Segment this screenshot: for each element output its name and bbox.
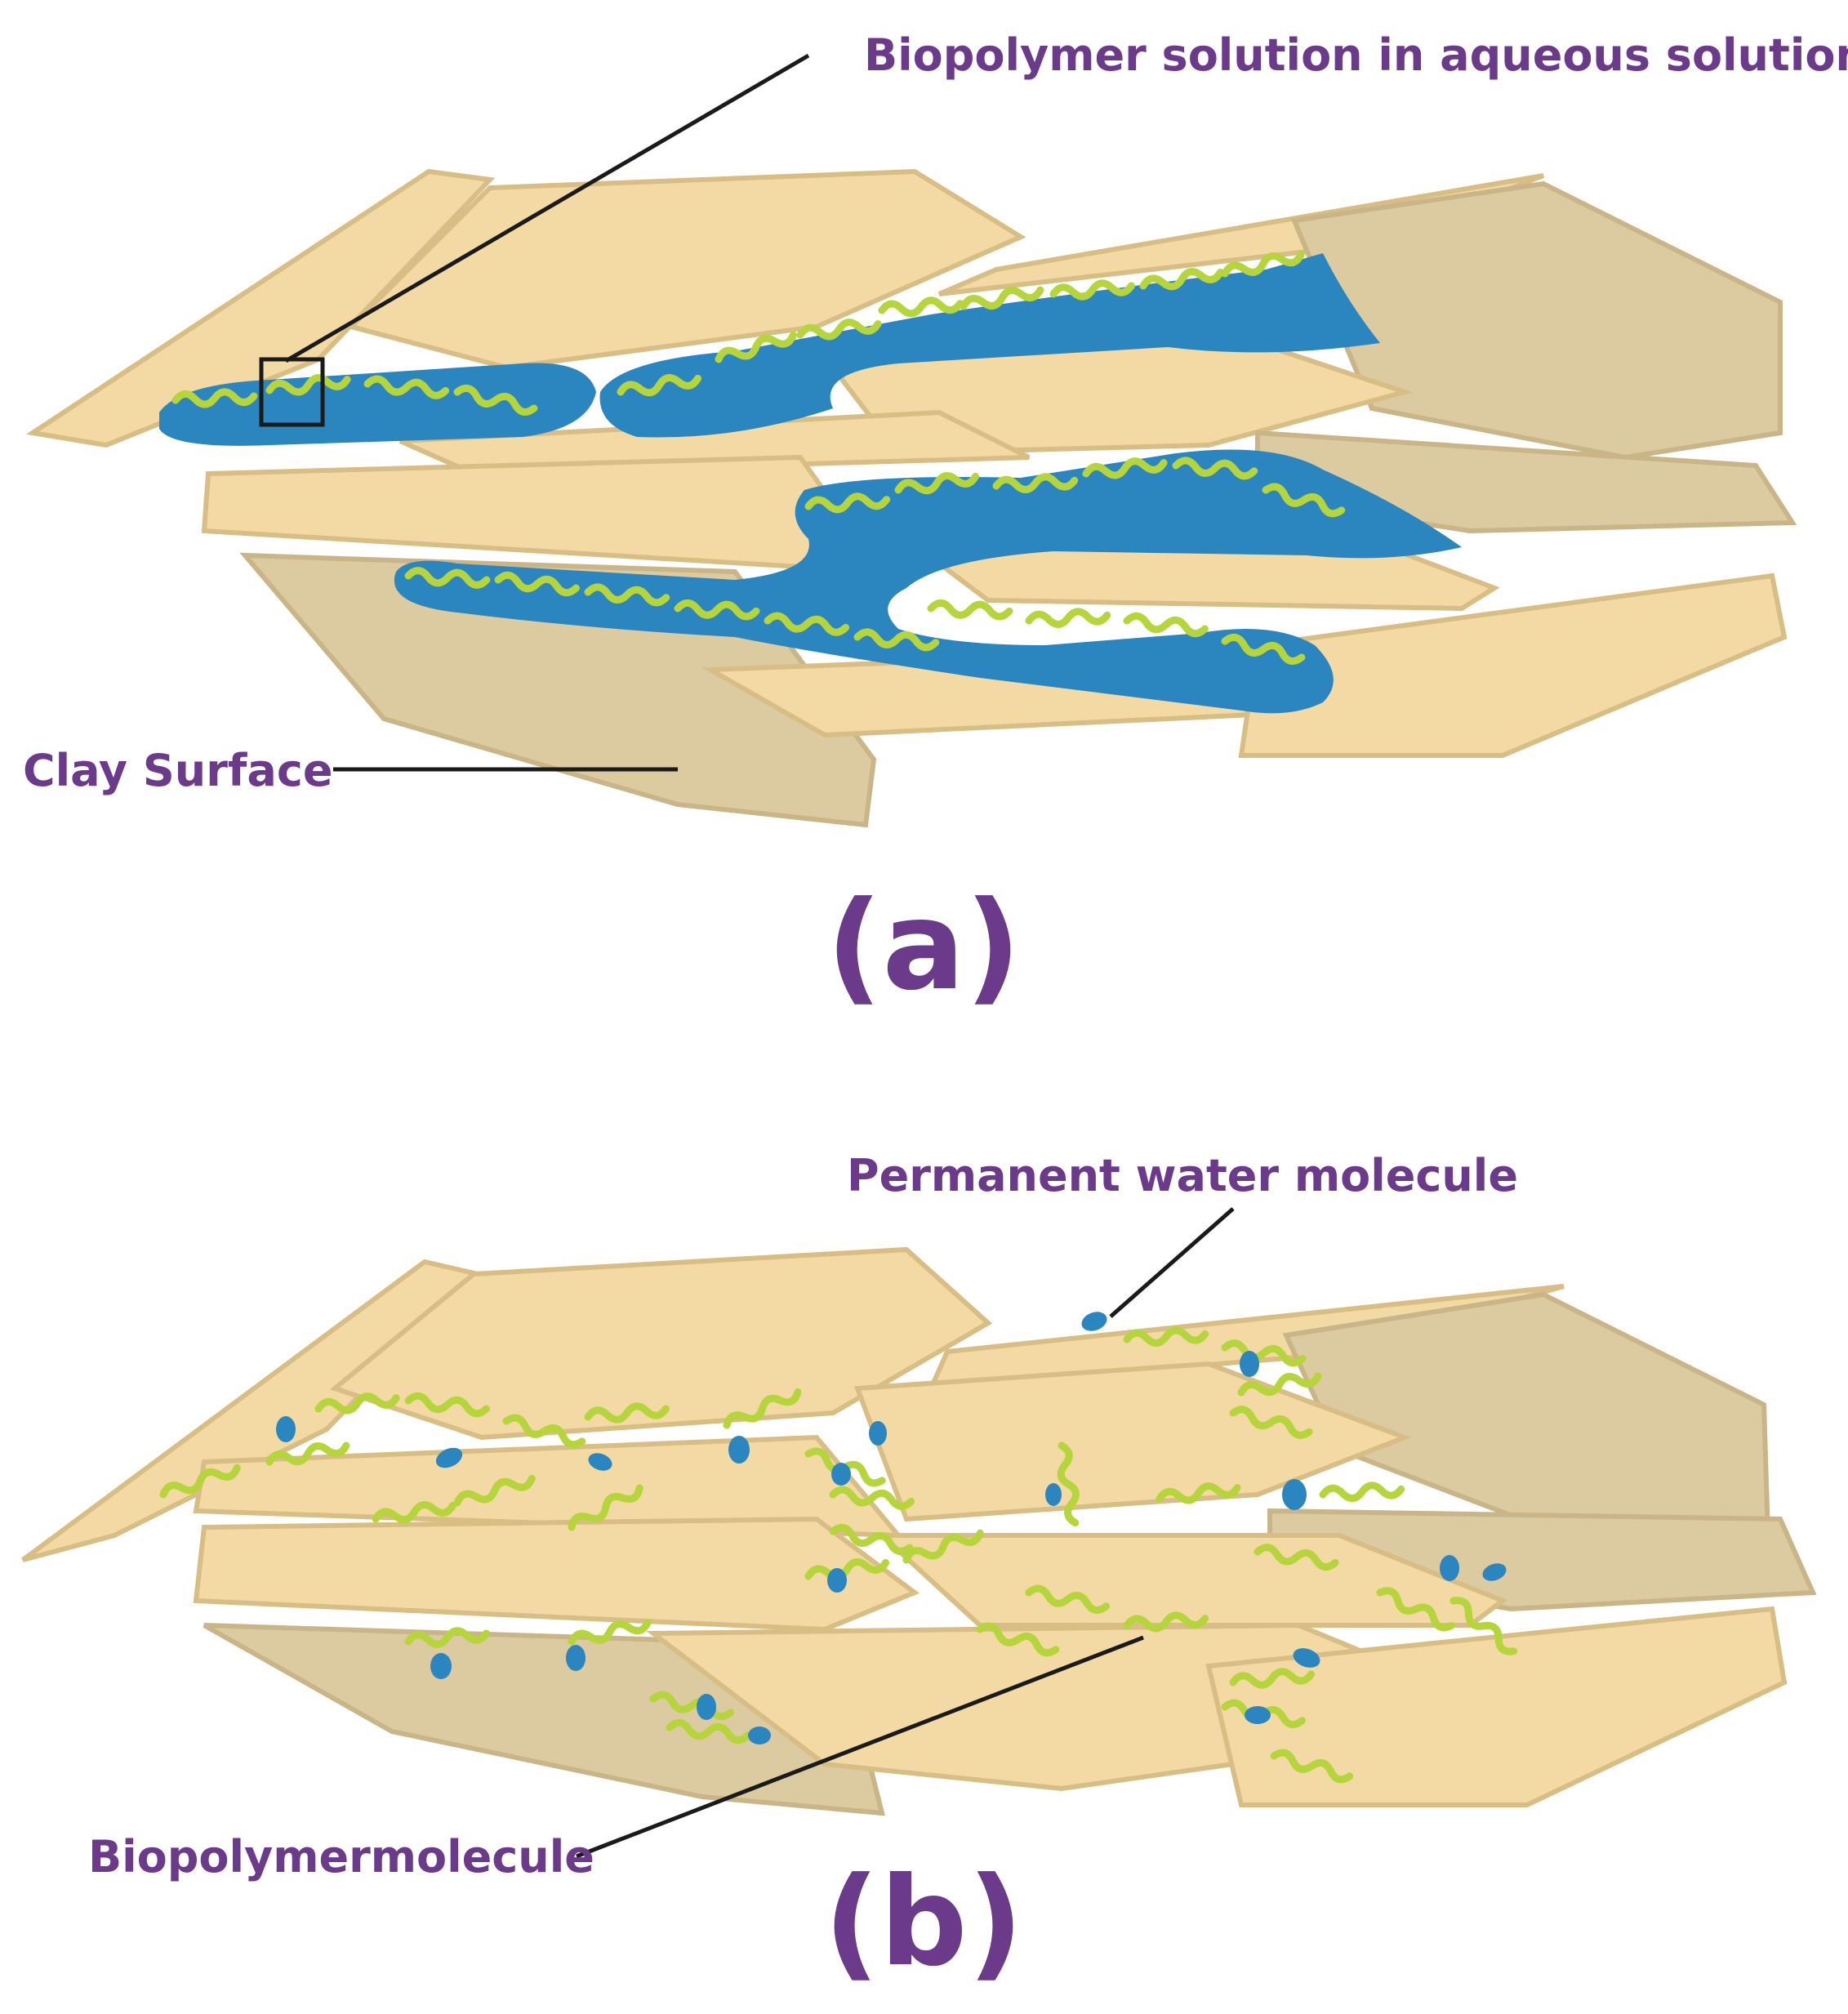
clay-platelet (1290, 180, 1783, 461)
clay-platelet (25, 168, 496, 448)
water-molecule (869, 1421, 887, 1446)
label-biopolymer-molecule: Biopolymermolecule (88, 1831, 594, 1883)
water-molecule (566, 1645, 586, 1671)
water-molecule (276, 1416, 296, 1442)
water-molecule (1293, 1648, 1320, 1668)
water-molecule (1440, 1555, 1459, 1581)
water-molecule (1245, 1706, 1271, 1724)
panel-label-b: (b) (824, 1851, 1023, 1994)
water-molecule (1240, 1351, 1259, 1377)
water-molecules-b (276, 1312, 1507, 1744)
water-molecule (430, 1653, 452, 1679)
panel-b: Permanent water molecule Biopolymermolec… (21, 1150, 1817, 1994)
clay-platelet (1238, 573, 1788, 758)
water-molecule (1482, 1563, 1507, 1581)
water-molecule (435, 1447, 463, 1468)
biopolymer-leader-line (576, 1635, 1144, 1859)
clay-platelet (193, 1516, 920, 1633)
water-molecule (748, 1727, 771, 1744)
water-channel (394, 449, 1462, 714)
solution-leader-line (284, 53, 810, 363)
water-molecule (697, 1694, 716, 1720)
water-molecule (1282, 1479, 1307, 1510)
water-channel (599, 253, 1380, 438)
label-clay-surface: Clay Surface (23, 745, 332, 796)
clay-platelet (1205, 1606, 1788, 1807)
label-permanent-water: Permanent water molecule (847, 1150, 1518, 1201)
water-molecule (1045, 1483, 1062, 1506)
water-molecule (831, 1463, 851, 1486)
water-molecule (728, 1436, 750, 1464)
panel-a: Biopolymer solution in aqueous solution … (23, 29, 1848, 1018)
clay-platelet (853, 1361, 1412, 1522)
water-molecule (588, 1453, 612, 1471)
water-leader-line (1109, 1207, 1235, 1318)
clay-platelet (201, 454, 888, 575)
panel-label-a: (a) (826, 876, 1021, 1018)
water-molecule (827, 1568, 847, 1593)
clay-platelets-b (21, 1246, 1817, 1816)
water-molecule (1081, 1312, 1107, 1331)
clay-platelet (875, 1533, 1508, 1628)
label-biopolymer-solution: Biopolymer solution in aqueous solution (864, 29, 1848, 81)
clay-platelet (329, 1246, 993, 1441)
